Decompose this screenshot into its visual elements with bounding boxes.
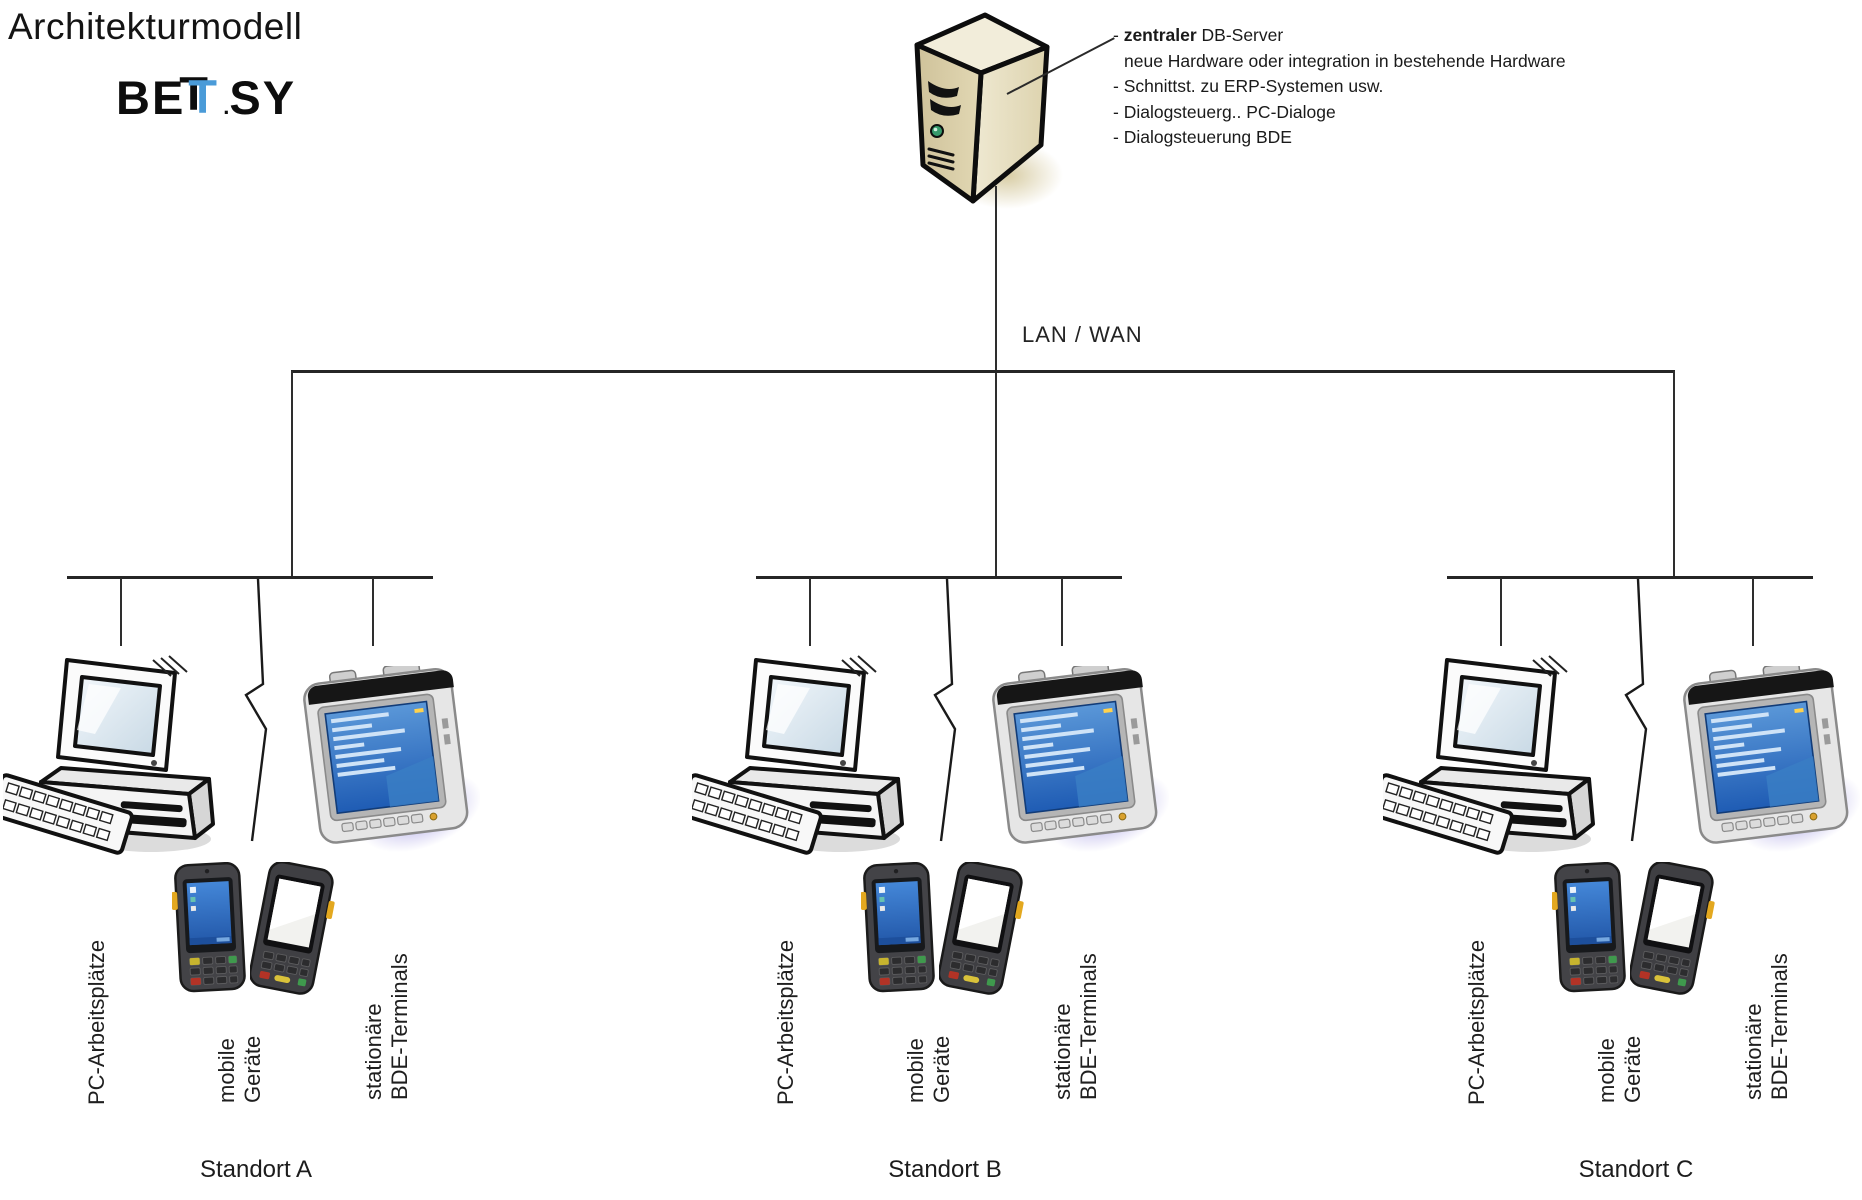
wireless-lightning-icon xyxy=(1624,578,1648,842)
bde-terminal-icon xyxy=(300,666,480,856)
local-bus-line xyxy=(1447,576,1813,579)
pc-workstations-label: PC-Arbeitsplätze xyxy=(1464,939,1489,1105)
mobile-pda-tilted-icon xyxy=(250,862,336,998)
server-annotation: - zentraler DB-Server neue Hardware oder… xyxy=(1113,23,1566,151)
db-server-icon xyxy=(895,3,1065,223)
mobile-pda-tilted-icon xyxy=(939,862,1025,998)
annotation-line-5: - Dialogsteuerung BDE xyxy=(1113,127,1292,147)
mobile-pda-tilted-icon xyxy=(1630,862,1716,998)
logo-text-be: BE xyxy=(116,71,186,124)
annotation-line-3: - Schnittst. zu ERP-Systemen usw. xyxy=(1113,76,1384,96)
annotation-line-2: neue Hardware oder integration in besteh… xyxy=(1124,50,1566,71)
desktop-pc-icon xyxy=(3,654,216,856)
terminal-drop-line xyxy=(1752,578,1754,646)
logo-dot: . xyxy=(223,94,230,119)
pc-workstations-label: PC-Arbeitsplätze xyxy=(773,939,798,1105)
pc-drop-line xyxy=(120,578,122,646)
logo-text-sy: SY xyxy=(229,71,297,124)
bde-terminal-icon xyxy=(1680,666,1860,856)
server-to-bus-line xyxy=(995,186,997,577)
desktop-pc-icon xyxy=(692,654,904,856)
drop-line-site-c xyxy=(1673,371,1675,577)
site-name-label: Standort C xyxy=(1578,1156,1694,1183)
pc-drop-line xyxy=(1500,578,1502,646)
drop-line-site-a xyxy=(291,371,293,577)
terminal-drop-line xyxy=(372,578,374,646)
logo-t-shadow: T xyxy=(179,67,211,120)
pc-workstations-label: PC-Arbeitsplätze xyxy=(84,939,109,1105)
pc-drop-line xyxy=(809,578,811,646)
local-bus-line xyxy=(67,576,433,579)
desktop-pc-icon xyxy=(1383,654,1595,856)
annotation-line-1: - zentraler DB-Server xyxy=(1113,25,1284,45)
annotation-line-4: - Dialogsteuerg.. PC-Dialoge xyxy=(1113,101,1336,122)
site-name-label: Standort B xyxy=(888,1156,1002,1183)
mobile-pda-icon xyxy=(1552,862,1627,994)
mobile-pda-icon xyxy=(861,862,936,994)
local-bus-line xyxy=(756,576,1122,579)
backbone-bus-line xyxy=(291,370,1675,373)
page-title: Architekturmodell xyxy=(8,6,303,47)
bde-terminal-icon xyxy=(989,666,1169,856)
terminal-drop-line xyxy=(1061,578,1063,646)
wireless-lightning-icon xyxy=(933,578,957,842)
site-name-label: Standort A xyxy=(199,1156,313,1183)
mobile-pda-icon xyxy=(172,862,247,994)
logo-t-accent: T xyxy=(188,70,220,123)
lan-wan-label: LAN / WAN xyxy=(1022,322,1143,347)
wireless-lightning-icon xyxy=(244,578,268,842)
